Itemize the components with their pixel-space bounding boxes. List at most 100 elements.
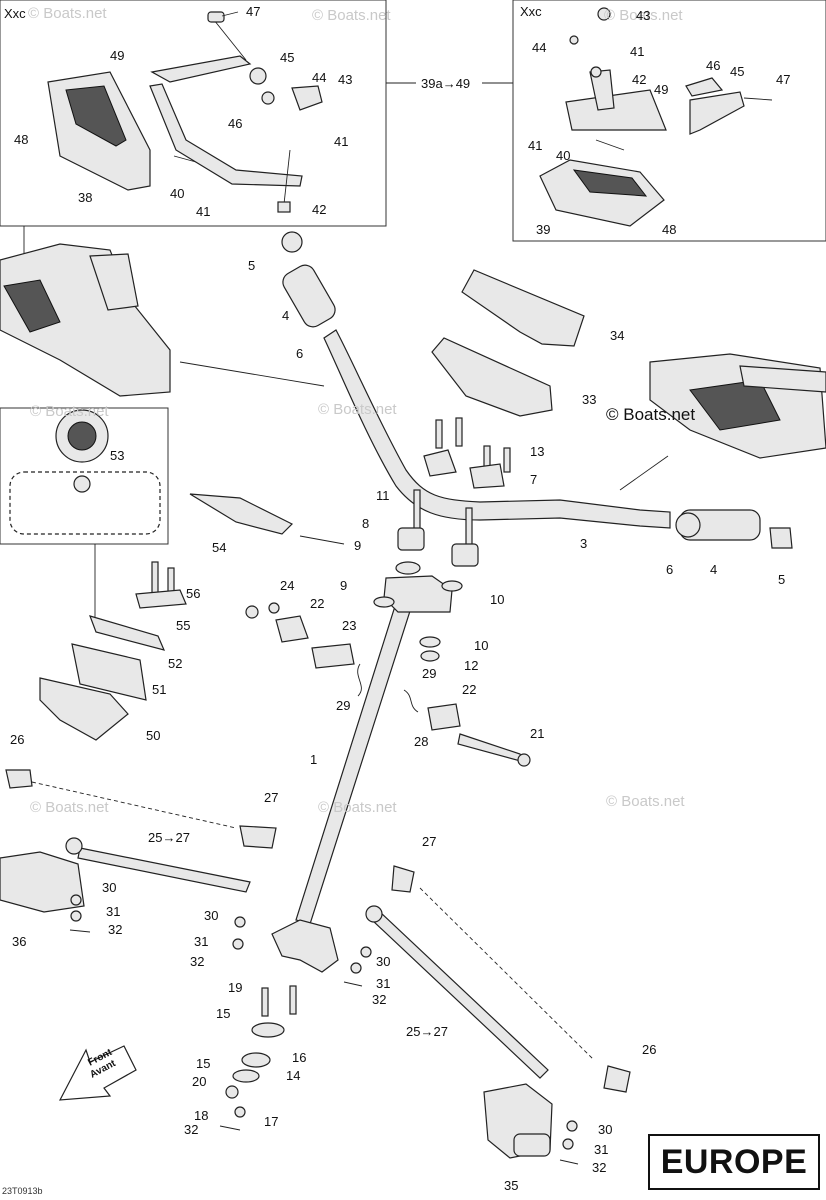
europe-label-box: EUROPE [648,1134,820,1190]
watermarks: © Boats.net © Boats.net © Boats.net © Bo… [28,5,695,816]
callout-c48b: 48 [662,222,676,237]
callout-c6b: 6 [666,562,673,577]
callout-c32a: 32 [108,922,122,937]
hardware-stacks [69,894,579,1165]
callout-c41c: 41 [630,44,644,59]
callout-c34: 34 [610,328,624,343]
watermark-text: © Boats.net [318,799,397,816]
gauge-assembly [9,409,161,535]
callout-c38: 38 [78,190,92,205]
pad-33 [431,337,553,417]
callout-c39: 39 [536,222,550,237]
callout-c40b: 40 [556,148,570,163]
grip-left [282,264,336,328]
grip-right [675,509,761,541]
callout-c8: 8 [362,516,369,531]
callout-c45a: 45 [280,50,294,65]
callout-c28: 28 [414,734,428,749]
callout-c25a: 25→27 [148,830,190,845]
watermark-text: © Boats.net [606,405,695,424]
callout-c19: 19 [228,980,242,995]
watermark-text: © Boats.net [30,799,109,816]
callout-c7: 7 [530,472,537,487]
callout-c32b: 32 [190,954,204,969]
callout-c12: 12 [464,658,478,673]
callout-c44b: 44 [532,40,546,55]
callout-c1: 1 [310,752,317,767]
callout-c41d: 41 [528,138,542,153]
steering-pitman [271,919,339,973]
watermark-text: © Boats.net [606,793,685,810]
callout-c22a: 22 [310,596,324,611]
callout-c48a: 48 [14,132,28,147]
callout-c52: 52 [168,656,182,671]
tie-rod-left [0,769,277,913]
callout-c42a: 42 [312,202,326,217]
callout-c46b: 46 [706,58,720,73]
callout-c27a: 27 [264,790,278,805]
callout-c35: 35 [504,1178,518,1193]
watermark-text: © Boats.net [604,7,683,24]
callout-c56: 56 [186,586,200,601]
callout-c31a: 31 [106,904,120,919]
callout-c13: 13 [530,444,544,459]
callout-c32c: 32 [372,992,386,1007]
callout-c16: 16 [292,1050,306,1065]
callout-c29b: 29 [336,698,350,713]
handlebar-clamps [397,417,511,567]
callout-c41a: 41 [334,134,348,149]
callout-c40a: 40 [170,186,184,201]
callout-c23: 23 [342,618,356,633]
bracket-54 [189,493,294,535]
callout-c29a: 29 [422,666,436,681]
callout-c4b: 4 [710,562,717,577]
watermark-text: © Boats.net [318,401,397,418]
callout-c49a: 49 [110,48,124,63]
callout-c11: 11 [376,488,390,503]
handguard-left-assembly [47,11,323,213]
callout-c30d: 30 [598,1122,612,1137]
callout-c21: 21 [530,726,544,741]
callout-c10a: 10 [490,592,504,607]
callout-c26a: 26 [10,732,24,747]
callout-c43a: 43 [338,72,352,87]
callouts: 47 49 45 44 43 46 41 48 38 40 41 42 43 4… [10,4,790,1193]
watermark-text: © Boats.net [28,5,107,22]
callout-c30a: 30 [102,880,116,895]
callout-c41b: 41 [196,204,210,219]
callout-c45b: 45 [730,64,744,79]
bushings [245,561,463,731]
callout-c51: 51 [152,682,166,697]
callout-c5a: 5 [248,258,255,273]
handguard-zoom-right [649,353,826,459]
callout-c24: 24 [280,578,294,593]
handguard-zoom-left [0,243,171,397]
handguard-right-assembly [539,7,773,227]
callout-c47a: 47 [246,4,260,19]
callout-c43b: 43 [636,8,650,23]
callout-c36: 36 [12,934,26,949]
callout-c32d: 32 [184,1122,198,1137]
bolt-21 [457,733,526,763]
callout-c25b: 25→27 [406,1024,448,1039]
lower-column-bearings [219,985,297,1131]
callout-c22b: 22 [462,682,476,697]
callout-c6a: 6 [296,346,303,361]
callout-c15b: 15 [196,1056,210,1071]
callout-c30b: 30 [204,908,218,923]
europe-label: EUROPE [660,1142,808,1181]
callout-c47b: 47 [776,72,790,87]
top-left-panel [0,0,387,227]
callout-c4a: 4 [282,308,289,323]
callout-c33: 33 [582,392,596,407]
watermark-text: © Boats.net [312,7,391,24]
pad-34 [461,269,585,347]
callout-c15a: 15 [216,1006,230,1021]
callout-c46a: 46 [228,116,242,131]
callout-c49b: 49 [654,82,668,97]
callout-c17: 17 [264,1114,278,1129]
left-mid-panel [0,407,169,545]
variant-label-left: Xxc [4,6,26,21]
callout-c9a: 9 [354,538,361,553]
